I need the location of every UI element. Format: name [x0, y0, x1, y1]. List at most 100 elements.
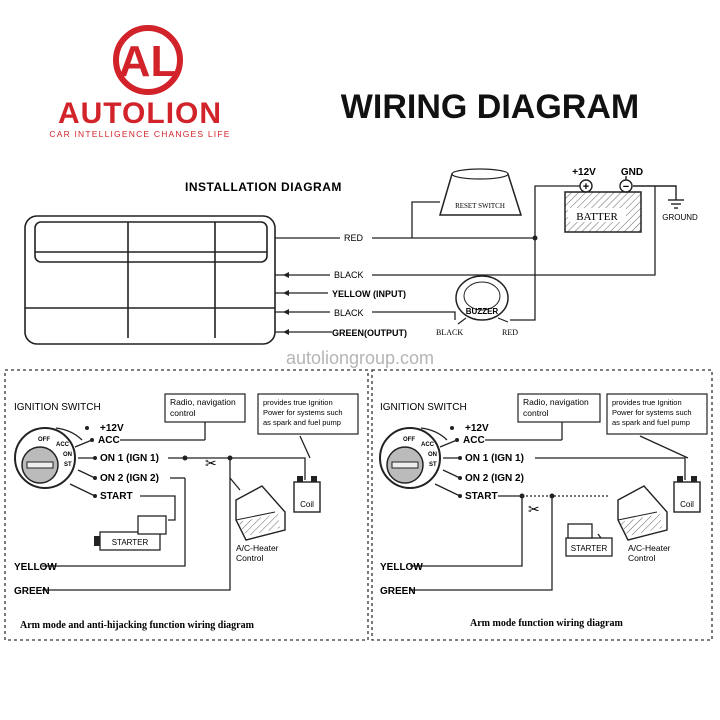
panel2-ignition-switch-label: IGNITION SWITCH	[380, 402, 467, 413]
panel2-on1: ON 1 (IGN 1)	[465, 453, 524, 464]
installation-wires	[275, 185, 656, 333]
wire-red-label: RED	[344, 233, 364, 243]
panel2-cut-scissors-icon: ✂	[528, 501, 540, 517]
panel2-terminal-dots	[450, 426, 462, 498]
panel2-ac-line1: A/C-Heater	[628, 543, 671, 553]
autolion-logo: AL AUTOLION CAR INTELLIGENCE CHANGES LIF…	[49, 25, 230, 139]
panel2-on2: ON 2 (IGN 2)	[465, 473, 524, 484]
battery-gnd: GND	[621, 167, 643, 178]
panel2-start: START	[465, 491, 498, 502]
panel2-starter: STARTER	[565, 523, 613, 557]
panel1-starter: STARTER	[94, 515, 167, 551]
panel1-caption: Arm mode and anti-hijacking function wir…	[20, 620, 255, 631]
battery: BATTER + − +12V GND	[564, 167, 643, 233]
wire-black2-label: BLACK	[334, 308, 364, 318]
buzzer-red-label: RED	[502, 328, 518, 337]
panel2-plus12v: +12V	[465, 423, 489, 434]
wire-black1-label: BLACK	[334, 270, 364, 280]
ground-label: GROUND	[662, 213, 698, 222]
panel1-coil: Coil	[293, 476, 321, 513]
reset-switch: RESET SWITCH	[438, 168, 523, 216]
panel2-starter-label: STARTER	[571, 544, 608, 553]
panel2-green-label: GREEN	[380, 586, 416, 597]
panel2-dial-st: ST	[429, 462, 437, 468]
ground-symbol	[625, 176, 684, 209]
buzzer-label: BUZZER	[466, 307, 499, 316]
panel2-ignition-key-dial: OFF ACC ON ST	[379, 427, 441, 489]
red-wire-junction	[532, 235, 538, 241]
panel1-dial-acc: ACC	[56, 442, 70, 448]
panel2-yellow-label: YELLOW	[380, 562, 423, 573]
positive-sign: +	[583, 181, 589, 193]
panel1-dial-off: OFF	[38, 437, 50, 443]
panel1-start: START	[100, 491, 133, 502]
panel1-cut-scissors-icon: ✂	[205, 455, 217, 471]
wire-arrows	[283, 272, 289, 335]
panel1-coil-label: Coil	[300, 500, 314, 509]
wiring-panel-1: IGNITION SWITCH OFF ACC ON ST	[4, 369, 369, 641]
control-module	[24, 215, 276, 345]
panel1-radio-box	[164, 393, 246, 423]
watermark: autoliongroup.com	[286, 348, 434, 368]
panel1-radio-line2: control	[170, 408, 196, 418]
panel2-acc: ACC	[463, 435, 485, 446]
panel2-note-line3: as spark and fuel pump	[612, 418, 690, 427]
logo-letters: AL	[119, 37, 178, 86]
panel1-on2: ON 2 (IGN 2)	[100, 473, 159, 484]
panel1-note-box	[257, 393, 359, 435]
panel1-wires	[42, 422, 311, 591]
panel1-dial-on: ON	[63, 452, 72, 458]
wire-yellow-label: YELLOW (INPUT)	[332, 289, 406, 299]
panel1-ac-line1: A/C-Heater	[236, 543, 279, 553]
panel1-ac-heater-control	[235, 485, 286, 541]
brand-name: AUTOLION	[58, 97, 222, 130]
panel2-coil: Coil	[673, 476, 701, 513]
panel1-junction-2	[227, 455, 233, 461]
panel1-acc: ACC	[98, 435, 120, 446]
panel1-note-line3: as spark and fuel pump	[263, 418, 341, 427]
panel1-note-line2: Power for systems such	[263, 408, 343, 417]
panel1-ignition-key-dial: OFF ACC ON ST	[14, 427, 76, 489]
panel2-dial-on: ON	[428, 452, 437, 458]
panel1-junction-1	[182, 455, 188, 461]
panel1-terminal-dots	[85, 426, 97, 498]
panel1-ignition-switch-label: IGNITION SWITCH	[14, 402, 101, 413]
installation-diagram: INSTALLATION DIAGRAM RESET SWITCH BATTER…	[24, 167, 698, 345]
panel2-ac-heater-control	[617, 485, 668, 541]
panel1-on1: ON 1 (IGN 1)	[100, 453, 159, 464]
panel1-yellow-label: YELLOW	[14, 562, 57, 573]
panel2-junction-2	[549, 493, 555, 499]
panel2-coil-label: Coil	[680, 500, 694, 509]
brand-tagline: CAR INTELLIGENCE CHANGES LIFE	[49, 129, 230, 139]
panel2-radio-line1: Radio, navigation	[523, 397, 589, 407]
panel2-radio-line2: control	[523, 408, 549, 418]
panel2-caption: Arm mode function wiring diagram	[470, 618, 623, 629]
battery-plus12v: +12V	[572, 167, 596, 178]
panel2-junction-1	[519, 493, 525, 499]
wiring-panel-2: IGNITION SWITCH OFF ACC ON ST	[371, 369, 713, 641]
panel2-note-box	[606, 393, 708, 435]
reset-switch-label: RESET SWITCH	[455, 202, 505, 210]
panel2-dial-off: OFF	[403, 437, 415, 443]
logo-ring	[113, 25, 183, 95]
panel2-note-line2: Power for systems such	[612, 408, 692, 417]
panel2-dial-acc: ACC	[421, 442, 435, 448]
battery-label: BATTER	[576, 211, 618, 223]
buzzer-black-label: BLACK	[436, 328, 463, 337]
panel1-note-line1: provides true Ignition	[263, 398, 333, 407]
negative-sign: −	[623, 181, 629, 193]
page-title: WIRING DIAGRAM	[341, 88, 639, 126]
panel2-ac-line2: Control	[628, 553, 656, 563]
panel1-ac-line2: Control	[236, 553, 264, 563]
panel1-radio-line1: Radio, navigation	[170, 397, 236, 407]
wire-green-label: GREEN(OUTPUT)	[332, 328, 407, 338]
panel1-green-label: GREEN	[14, 586, 50, 597]
panel1-plus12v: +12V	[100, 423, 124, 434]
panel2-note-line1: provides true Ignition	[612, 398, 682, 407]
panel1-dial-st: ST	[64, 462, 72, 468]
installation-heading: INSTALLATION DIAGRAM	[185, 180, 342, 194]
panel2-radio-box	[517, 393, 601, 423]
buzzer: BUZZER	[455, 275, 509, 325]
panel1-starter-label: STARTER	[112, 538, 149, 547]
